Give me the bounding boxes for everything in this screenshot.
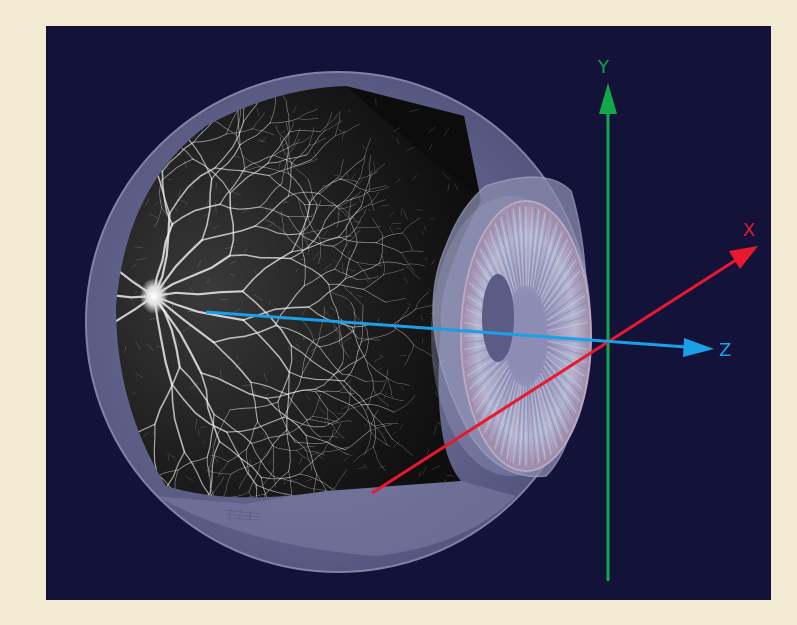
axis-x-line (371, 258, 737, 495)
axis-arrow-y (599, 83, 617, 114)
eye-diagram-canvas: Y X Z (85, 57, 758, 581)
axis-z-line (205, 310, 687, 349)
eye-model-scene: Y X Z (46, 26, 771, 600)
coordinate-axes (205, 83, 758, 581)
axis-arrow-x (729, 246, 758, 269)
grid-mark (223, 507, 262, 521)
axis-label-y: Y (597, 57, 610, 78)
pupil (482, 274, 514, 362)
axis-arrow-z (683, 338, 714, 357)
axis-label-x: X (743, 220, 755, 241)
axis-label-z: Z (719, 340, 731, 361)
optic-disc (140, 278, 168, 314)
